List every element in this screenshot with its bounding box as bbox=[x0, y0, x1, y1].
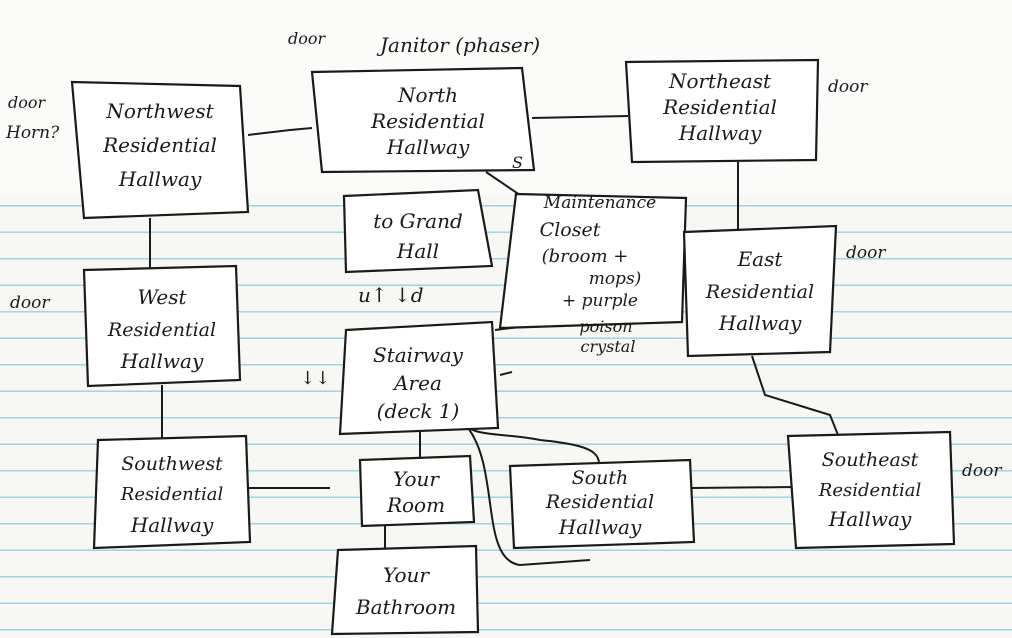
room-south-residential-hallway: South Residential Hallway bbox=[508, 458, 696, 550]
room-label-line: Southeast bbox=[822, 449, 919, 471]
room-label-line: Stairway bbox=[373, 343, 464, 367]
door-note-top: door bbox=[288, 29, 327, 48]
room-label-line: to Grand bbox=[373, 209, 463, 233]
janitor-note: Janitor (phaser) bbox=[376, 33, 540, 57]
room-label-line: Residential bbox=[102, 133, 217, 157]
room-label-line: Residential bbox=[705, 281, 814, 303]
room-label-line: (deck 1) bbox=[377, 399, 460, 423]
room-label-line: Room bbox=[386, 493, 445, 517]
room-label-line: South bbox=[572, 467, 629, 489]
room-label-line: Northwest bbox=[105, 99, 214, 123]
room-label-line: Residential bbox=[818, 480, 922, 501]
connector-south-southeast bbox=[691, 486, 796, 489]
room-label-line: West bbox=[137, 285, 187, 309]
room-east-residential-hallway: East Residential Hallway bbox=[682, 224, 838, 358]
room-label-line: Residential bbox=[120, 484, 224, 505]
door-note-east: door bbox=[846, 243, 886, 263]
room-label-line: Southwest bbox=[121, 453, 223, 475]
room-label-line: Your bbox=[383, 563, 430, 587]
room-maintenance-closet: Maintenance Closet (broom + mops) + purp… bbox=[498, 192, 688, 330]
room-label-line: Hallway bbox=[718, 311, 802, 335]
maintenance-note-line: crystal bbox=[581, 337, 636, 356]
room-your-bathroom: Your Bathroom bbox=[330, 544, 480, 636]
room-label-line: Closet bbox=[540, 219, 601, 241]
room-stairway-area: Stairway Area (deck 1) bbox=[338, 320, 500, 436]
room-north-residential-hallway: North Residential Hallway bbox=[310, 66, 536, 174]
room-label-line: Northeast bbox=[668, 69, 772, 93]
horn-note-northwest: Horn? bbox=[5, 123, 60, 143]
maintenance-note-line: poison bbox=[579, 317, 632, 336]
room-southwest-residential-hallway: Southwest Residential Hallway bbox=[92, 434, 252, 550]
room-label-line: North bbox=[397, 83, 458, 107]
room-label-line: Hallway bbox=[118, 167, 202, 191]
room-label-line: Hallway bbox=[386, 135, 470, 159]
room-label-line: Hallway bbox=[678, 121, 762, 145]
room-label-line: Hall bbox=[396, 239, 439, 263]
room-label-line: Hallway bbox=[130, 513, 214, 537]
room-label-line: Hallway bbox=[558, 515, 642, 539]
room-label-line: Residential bbox=[107, 319, 216, 341]
room-label-line: Residential bbox=[662, 95, 777, 119]
s-mark-note: S bbox=[512, 153, 523, 172]
room-label-line: Residential bbox=[545, 491, 654, 513]
room-label-line: + purple bbox=[562, 291, 638, 311]
room-northwest-residential-hallway: Northwest Residential Hallway bbox=[70, 80, 250, 220]
room-label-line: Hallway bbox=[120, 349, 204, 373]
door-note-northwest: door bbox=[8, 93, 47, 112]
room-label-line: Bathroom bbox=[355, 595, 456, 619]
connectors bbox=[149, 115, 839, 567]
room-your-room: Your Room bbox=[358, 454, 476, 528]
room-northeast-residential-hallway: Northeast Residential Hallway bbox=[624, 58, 820, 164]
room-label-line: Maintenance bbox=[543, 193, 656, 213]
connector-nw-north bbox=[247, 127, 313, 136]
connector-stair-south-loop bbox=[467, 427, 591, 567]
room-label-line: East bbox=[737, 247, 784, 271]
room-label-line: Your bbox=[393, 467, 440, 491]
room-southeast-residential-hallway: Southeast Residential Hallway bbox=[786, 430, 956, 550]
connector-east-southeast bbox=[751, 355, 839, 436]
door-note-northeast: door bbox=[828, 77, 868, 97]
room-west-residential-hallway: West Residential Hallway bbox=[82, 264, 242, 388]
room-label-line: Area bbox=[392, 371, 442, 395]
connector-stair-right bbox=[499, 371, 513, 376]
room-label-line: (broom + bbox=[542, 246, 629, 267]
stairs-up-down-note: u↑ ↓d bbox=[358, 283, 424, 307]
stairs-left-mark: ↓↓ bbox=[300, 368, 330, 389]
door-note-west: door bbox=[10, 293, 50, 313]
connector-stair-south bbox=[461, 419, 600, 481]
room-label-line: mops) bbox=[589, 269, 642, 289]
room-grand-hall: to Grand Hall bbox=[342, 188, 494, 274]
room-label-line: Residential bbox=[370, 109, 485, 133]
room-label-line: Hallway bbox=[828, 507, 912, 531]
connector-north-ne bbox=[531, 115, 629, 119]
door-note-southeast: door bbox=[962, 461, 1002, 481]
